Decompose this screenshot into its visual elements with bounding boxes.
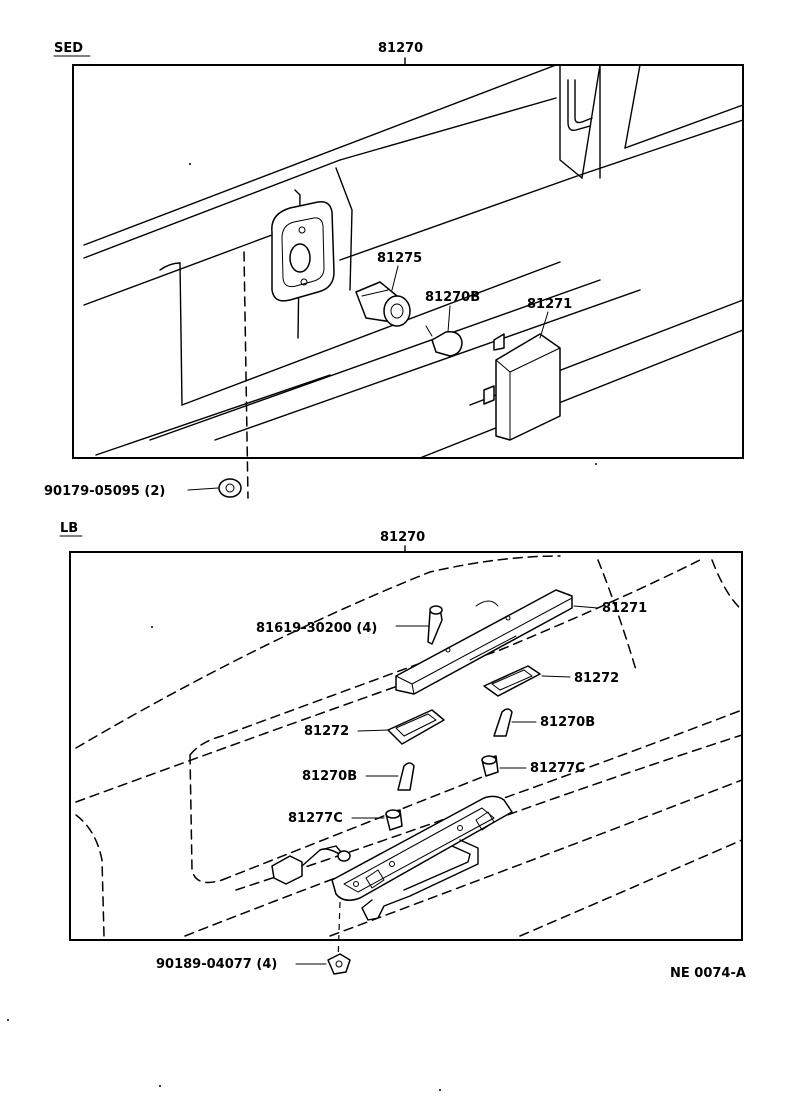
sed-assembly-number: 81270 bbox=[378, 41, 423, 56]
lb-bracket-81272-left bbox=[387, 709, 445, 745]
lb-screw-81619 bbox=[427, 605, 443, 645]
leader-lb-81271 bbox=[573, 605, 599, 609]
label-81275: 81275 bbox=[377, 251, 422, 266]
lb-base-plate bbox=[319, 795, 513, 921]
sed-section-label: SED bbox=[54, 41, 83, 56]
lb-bracket-81272-right bbox=[483, 665, 541, 697]
sed-screw-90179 bbox=[218, 478, 242, 498]
label-81619-30200: 81619-30200 (4) bbox=[256, 621, 377, 636]
lb-assembly-number: 81270 bbox=[380, 530, 425, 545]
scan-specks bbox=[7, 163, 597, 1091]
sed-frame bbox=[72, 64, 744, 459]
label-sed-81270b: 81270B bbox=[425, 290, 480, 305]
label-81270b-left: 81270B bbox=[302, 769, 357, 784]
sed-lens-81271 bbox=[483, 333, 561, 441]
lb-frame bbox=[69, 551, 743, 941]
lb-socket-81277c-left bbox=[385, 809, 403, 831]
label-90179-05095: 90179-05095 (2) bbox=[44, 484, 165, 499]
lb-harness-connector bbox=[271, 845, 351, 885]
sed-lamp-housing bbox=[271, 200, 335, 302]
sed-panel: SED 81270 bbox=[44, 41, 744, 499]
sed-dash-line bbox=[243, 251, 249, 499]
lb-bulb-81270b-left bbox=[397, 762, 415, 791]
leader-81275 bbox=[391, 265, 399, 291]
lb-lens-clip bbox=[475, 600, 499, 607]
lb-panel: LB 81270 81 bbox=[59, 521, 743, 975]
lb-dash-line bbox=[337, 901, 341, 963]
lb-screw-90189 bbox=[327, 953, 351, 975]
label-lb-81271: 81271 bbox=[602, 601, 647, 616]
leader-81272-right bbox=[541, 675, 571, 678]
lb-lens-81271 bbox=[395, 589, 573, 695]
label-sed-81271: 81271 bbox=[527, 297, 572, 312]
label-81277c-left: 81277C bbox=[288, 811, 343, 826]
label-81272-left: 81272 bbox=[304, 724, 349, 739]
lb-section-label: LB bbox=[60, 521, 78, 536]
label-81272-right: 81272 bbox=[574, 671, 619, 686]
figure-code: NE 0074-A bbox=[670, 966, 746, 981]
lb-bulb-81270b-right bbox=[493, 708, 513, 737]
label-81270b-right: 81270B bbox=[540, 715, 595, 730]
leader-sed-81270b bbox=[447, 305, 451, 333]
label-81277c-right: 81277C bbox=[530, 761, 585, 776]
leader-sed-81271 bbox=[539, 311, 549, 339]
leader-90179-05095 bbox=[187, 487, 219, 491]
leader-81272-left bbox=[357, 729, 389, 732]
lb-socket-81277c-right bbox=[481, 755, 499, 777]
sed-bulb-81270b bbox=[425, 325, 463, 357]
sed-socket-81275 bbox=[355, 281, 411, 327]
label-90189-04077: 90189-04077 (4) bbox=[156, 957, 277, 972]
